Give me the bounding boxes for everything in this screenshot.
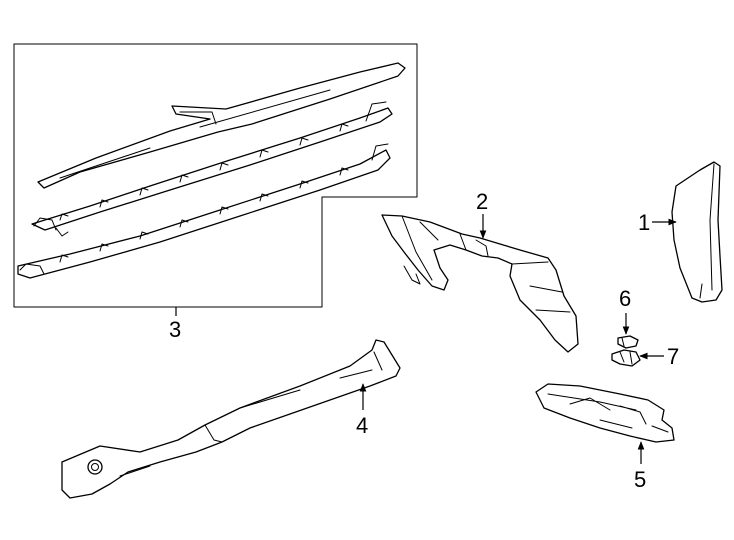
- part-2-bracket: [381, 214, 579, 353]
- callout-3: 3: [169, 317, 181, 342]
- callout-2: 2: [476, 189, 488, 214]
- part-5-lower-panel: [535, 383, 675, 443]
- part-2-tab: [403, 265, 421, 285]
- part-3-lower-retainer-end: [19, 263, 45, 275]
- part-4-body: [61, 339, 401, 499]
- part-3-inset-group: [13, 43, 418, 308]
- callout-labels: 1 2 3 4 5 6 7: [169, 189, 679, 492]
- callout-1: 1: [638, 210, 650, 235]
- callout-4: 4: [356, 413, 368, 438]
- part-4-rocker-molding: [61, 339, 401, 499]
- part-3-upper-molding-detail: [59, 89, 331, 179]
- part-3-middle-retainer-teeth: [59, 101, 387, 221]
- part-2-detail: [401, 215, 571, 313]
- part-5-body: [535, 383, 675, 443]
- part-6-body: [617, 335, 639, 349]
- part-7-detail: [619, 351, 633, 365]
- part-2-body: [381, 214, 579, 353]
- part-6-clip: [617, 335, 639, 349]
- part-7-clip: [611, 349, 641, 367]
- part-4-fog-lamp-inner: [91, 463, 99, 471]
- part-3-lower-retainer: [17, 149, 391, 279]
- part-1-end-cap: [671, 161, 723, 303]
- part-3-lower-retainer-teeth: [59, 143, 389, 263]
- part-5-detail: [547, 393, 669, 433]
- inset-box-outline: [13, 43, 418, 308]
- leader-lines: [175, 214, 677, 464]
- part-1-body: [671, 161, 723, 303]
- part-3-middle-retainer-clip: [33, 217, 69, 237]
- part-7-body: [611, 349, 641, 367]
- callout-5: 5: [634, 467, 646, 492]
- part-1-detail: [699, 163, 715, 299]
- part-4-fog-lamp-opening: [87, 459, 103, 475]
- part-4-body-detail: [119, 351, 383, 477]
- callout-7: 7: [667, 344, 679, 369]
- part-6-detail: [621, 337, 625, 347]
- callout-6: 6: [619, 286, 631, 311]
